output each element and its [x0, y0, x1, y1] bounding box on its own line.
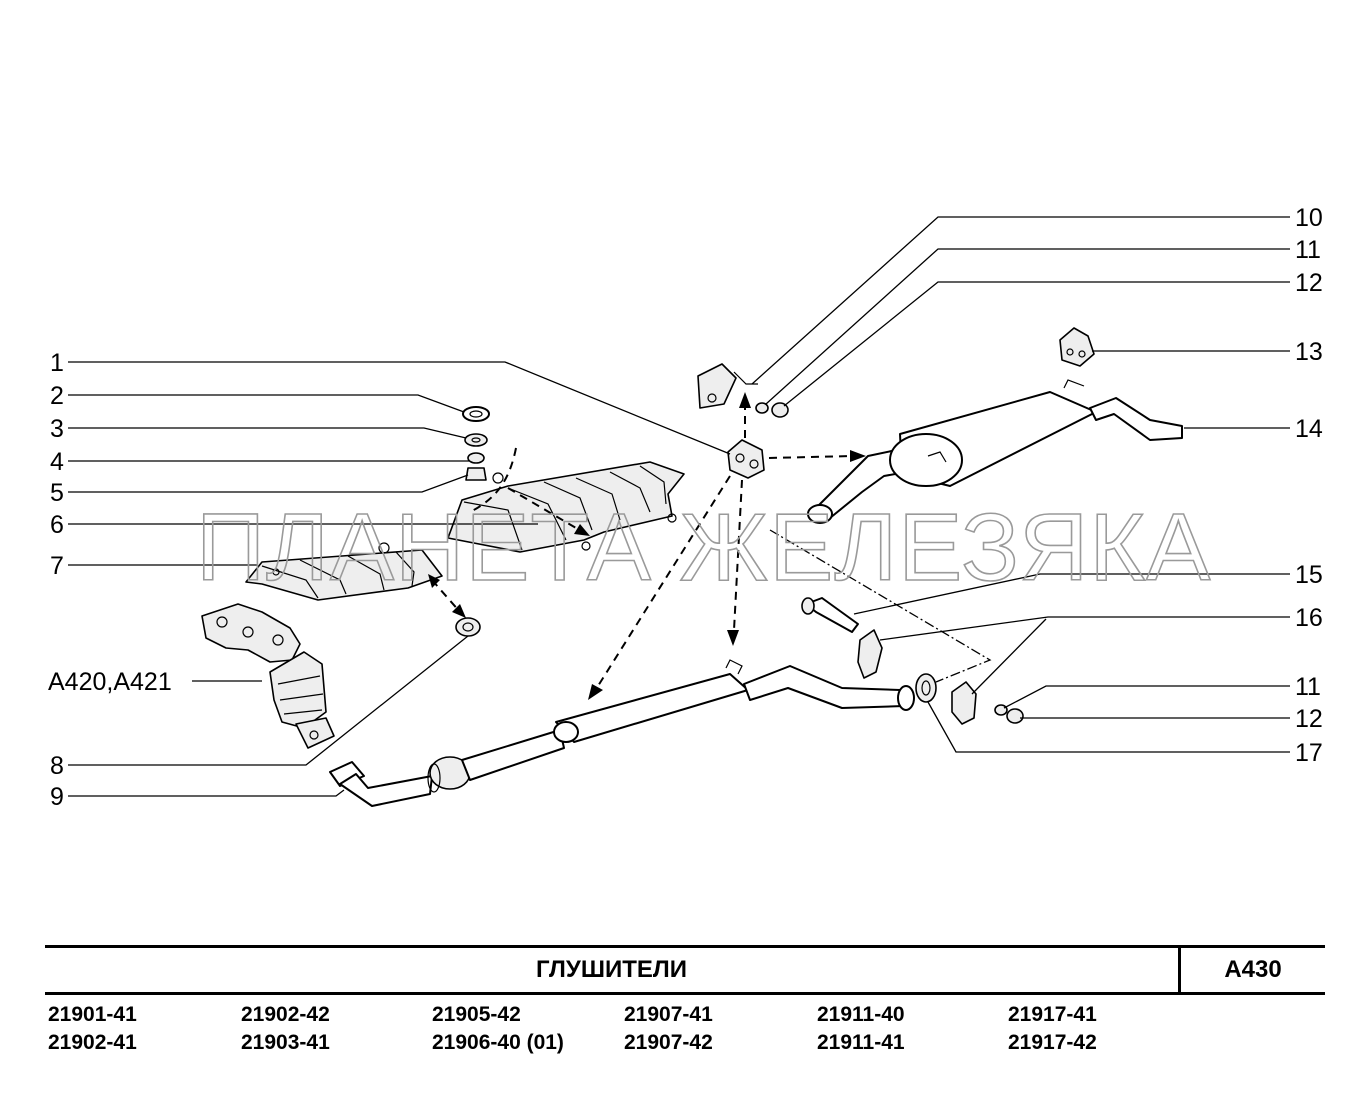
model-code: 21911-41 — [817, 1031, 905, 1054]
rubber-pad-part — [1059, 327, 1095, 367]
manifold-catalyst-part — [201, 603, 335, 749]
callout-9: 9 — [50, 783, 64, 811]
leader-lines — [68, 216, 1290, 797]
clamp-half-lower-part — [951, 681, 977, 725]
clamp-half-upper-part — [857, 629, 883, 679]
model-code: 21917-41 — [1008, 1003, 1097, 1026]
sealing-ring-part — [915, 673, 937, 703]
washer-nut-bottom-part — [994, 704, 1024, 724]
lower-heat-shield-part — [245, 542, 443, 601]
model-column-1: 21901-41 21902-41 — [48, 1001, 238, 1057]
model-code: 21901-41 — [48, 1003, 137, 1026]
model-column-2: 21902-42 21903-41 — [241, 1001, 431, 1057]
rubber-hanger-part — [727, 439, 765, 479]
callout-10: 10 — [1295, 204, 1323, 232]
callout-11-top: 11 — [1295, 236, 1321, 264]
watermark-text: ПЛАНЕТА ЖЕЛЕЗЯКА — [196, 494, 1211, 601]
callout-16: 16 — [1295, 604, 1323, 632]
callout-8: 8 — [50, 752, 64, 780]
callout-17: 17 — [1295, 739, 1323, 767]
callout-11-bottom: 11 — [1295, 673, 1321, 701]
model-code: 21902-41 — [48, 1031, 137, 1054]
callout-1: 1 — [50, 349, 64, 377]
middle-muffler-part — [553, 659, 915, 743]
callout-15: 15 — [1295, 561, 1323, 589]
washer-nut-top-part — [755, 402, 789, 418]
callout-2: 2 — [50, 382, 64, 410]
callout-7: 7 — [50, 552, 64, 580]
callout-12-top: 12 — [1295, 269, 1323, 297]
model-column-5: 21911-40 21911-41 — [817, 1001, 1007, 1057]
callout-14: 14 — [1295, 415, 1323, 443]
callout-variant: A420,A421 — [48, 668, 172, 696]
flange-nut-part — [455, 617, 481, 637]
callout-labels: 1 2 3 4 5 6 7 A420,A421 8 9 10 11 12 13 … — [48, 204, 1323, 811]
clamp-bolt-part — [801, 597, 859, 633]
model-code: 21907-41 — [624, 1003, 713, 1026]
model-code: 21917-42 — [1008, 1031, 1097, 1054]
title-divider — [1178, 948, 1181, 992]
callout-3: 3 — [50, 415, 64, 443]
model-code: 21911-40 — [817, 1003, 905, 1026]
model-code: 21906-40 (01) — [432, 1031, 564, 1054]
exhaust-parts-diagram: ПЛАНЕТА ЖЕЛЕЗЯКА 1 2 3 4 5 6 7 A420,A421… — [48, 204, 1323, 811]
callout-13: 13 — [1295, 338, 1323, 366]
front-pipe-part — [329, 729, 565, 807]
washer-stack-part — [462, 406, 490, 481]
callout-4: 4 — [50, 448, 64, 476]
model-column-6: 21917-41 21917-42 — [1008, 1001, 1198, 1057]
callout-12-bottom: 12 — [1295, 705, 1323, 733]
sheet-title: ГЛУШИТЕЛИ — [536, 956, 687, 983]
callout-6: 6 — [50, 511, 64, 539]
support-bracket-part — [697, 363, 758, 409]
model-column-4: 21907-41 21907-42 — [624, 1001, 814, 1057]
sheet-code: A430 — [1224, 956, 1282, 983]
model-code: 21902-42 — [241, 1003, 330, 1026]
upper-heat-shield-part — [447, 461, 685, 553]
callout-5: 5 — [50, 479, 64, 507]
model-code: 21903-41 — [241, 1031, 330, 1054]
assembly-arrows — [428, 392, 866, 700]
title-block: ГЛУШИТЕЛИ A430 — [45, 945, 1325, 995]
main-muffler-part — [807, 379, 1183, 524]
model-code: 21905-42 — [432, 1003, 521, 1026]
model-code: 21907-42 — [624, 1031, 713, 1054]
model-column-3: 21905-42 21906-40 (01) — [432, 1001, 622, 1057]
